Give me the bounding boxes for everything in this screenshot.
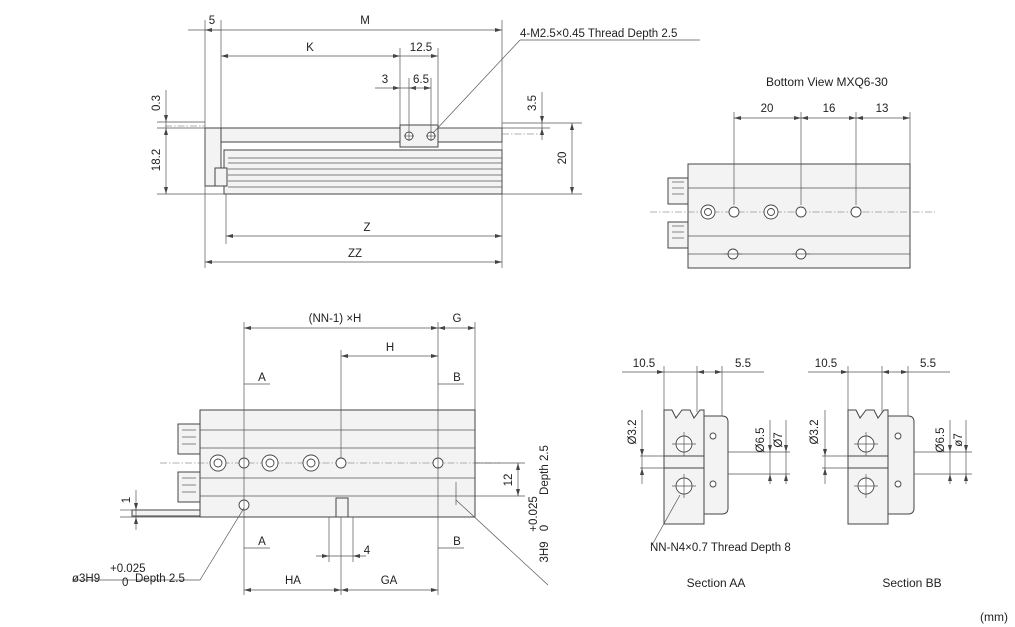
section-bb-rail (887, 415, 915, 515)
dim-18-2: 18.2 (151, 149, 163, 171)
section-aa-label: Section AA (687, 576, 746, 590)
section-bb-bore (847, 455, 889, 469)
top-view-table (204, 127, 503, 143)
top-view-guide-body (223, 149, 503, 195)
tol-upper-left: +0.025 (110, 563, 146, 575)
dim-0-3: 0.3 (151, 95, 163, 111)
dim-5: 5 (209, 15, 215, 27)
section-aa-dim-d65: Ø6.5 (755, 428, 767, 453)
bottom-hole-3 (850, 206, 862, 218)
dim-4: 4 (364, 545, 371, 557)
pin-depth-left: Depth 2.5 (135, 573, 185, 585)
section-aa: 10.5 5.5 Ø3.2 Ø6.5 Ø7 NN-N4×0.7 Thread D… (622, 358, 791, 590)
section-aa-rail (703, 415, 729, 515)
units-label: (mm) (980, 610, 1008, 624)
section-marker-b-bottom: B (453, 536, 461, 548)
bottom-view: Bottom View MXQ6-30 20 16 13 (650, 75, 935, 269)
top-view-stopper (214, 167, 228, 187)
dim-3: 3 (382, 74, 388, 86)
dim-m: M (360, 15, 370, 27)
side-stopper-2 (177, 471, 201, 503)
section-bb-dim-d32: Ø3.2 (809, 420, 821, 445)
section-aa-dim-d32: Ø3.2 (627, 420, 639, 445)
section-marker-a-bottom: A (258, 536, 266, 548)
pin-hole-right: 3H9 (539, 541, 551, 562)
section-marker-b-top: B (453, 372, 461, 384)
dim-g: G (453, 313, 462, 325)
section-thread-note: NN-N4×0.7 Thread Depth 8 (650, 542, 791, 554)
side-slot (335, 497, 349, 518)
section-aa-dim-d7: Ø7 (773, 432, 785, 447)
side-view: (NN-1) ×H G H A B A B 1 12 Depth 2.5 3H9… (72, 313, 551, 595)
top-view: 5 M K 12.5 3 6.5 4-M2.5×0.45 Thread Dept… (151, 15, 700, 268)
dim-bottom-20: 20 (761, 103, 774, 115)
pin-hole-left: ø3H9 (72, 573, 100, 585)
dim-nn-h: (NN-1) ×H (309, 313, 362, 325)
dim-zz: ZZ (348, 248, 362, 260)
top-view-mount-block (399, 124, 439, 148)
dim-6-5: 6.5 (413, 74, 429, 86)
dim-k: K (306, 42, 314, 54)
dim-bottom-16: 16 (823, 103, 836, 115)
section-marker-a-top: A (258, 372, 266, 384)
section-bb-dim-d7: ø7 (953, 433, 965, 446)
bottom-view-title: Bottom View MXQ6-30 (766, 75, 888, 89)
bottom-hole-2 (795, 206, 807, 218)
section-bb-dim-d65: Ø6.5 (935, 428, 947, 453)
bottom-view-stopper-2 (667, 221, 689, 249)
side-foot (131, 509, 201, 517)
dim-bottom-13: 13 (876, 103, 889, 115)
section-aa-bore (663, 455, 705, 469)
section-aa-dim-5-5: 5.5 (735, 358, 751, 370)
section-aa-dim-10-5: 10.5 (633, 358, 655, 370)
section-bb-label: Section BB (882, 576, 941, 590)
dim-12-5: 12.5 (410, 42, 432, 54)
dim-ga: GA (381, 575, 398, 587)
dim-z: Z (363, 222, 370, 234)
dim-3-5: 3.5 (527, 95, 539, 111)
bottom-view-stopper-1 (667, 177, 689, 205)
dim-1: 1 (121, 497, 133, 503)
tol-lower-right: 0 (539, 525, 551, 531)
dim-20-height: 20 (557, 152, 569, 165)
dim-ha: HA (285, 575, 301, 587)
tol-upper-right: +0.025 (528, 496, 540, 532)
side-hole-2 (335, 457, 347, 469)
tol-lower-left: 0 (122, 577, 128, 589)
bottom-hole-1 (728, 206, 740, 218)
section-bb-dim-10-5: 10.5 (815, 358, 837, 370)
pin-depth-right: Depth 2.5 (539, 445, 551, 495)
thread-note-top: 4-M2.5×0.45 Thread Depth 2.5 (520, 28, 677, 40)
side-stopper-1 (177, 423, 201, 455)
section-bb-dim-5-5: 5.5 (920, 358, 936, 370)
section-bb: 10.5 5.5 Ø3.2 Ø6.5 ø7 Section BB (808, 358, 972, 590)
dim-h: H (386, 342, 394, 354)
dim-12: 12 (503, 474, 515, 487)
